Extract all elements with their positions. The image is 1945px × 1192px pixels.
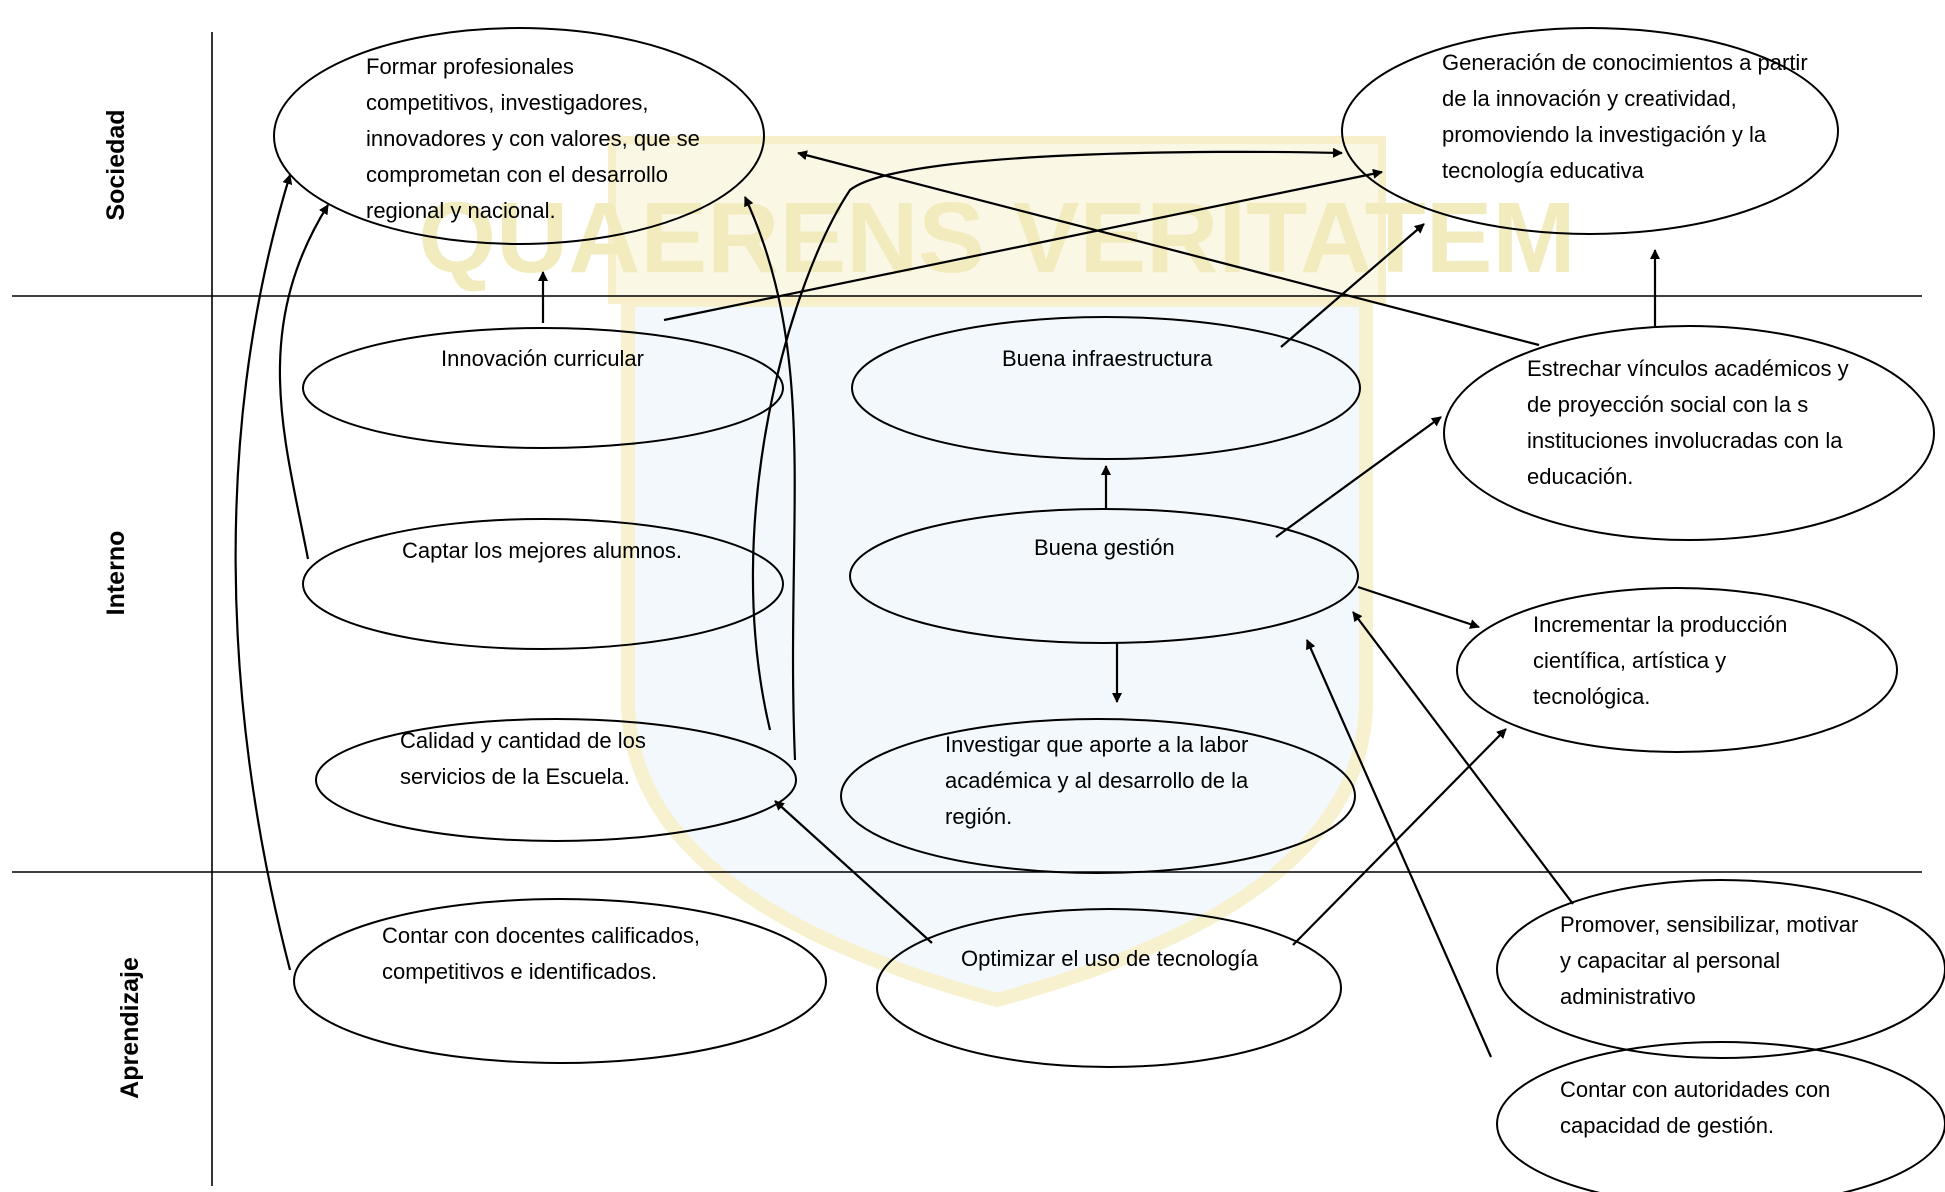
watermark-motto: QUAERENS VERITATEM (418, 182, 1575, 294)
node-tecnologia: Optimizar el uso de tecnología (876, 908, 1342, 1068)
node-docentes: Contar con docentes calificados, competit… (293, 898, 827, 1064)
arrow-innovacion-to-generacion (663, 168, 1383, 322)
node-autoridades: Contar con autoridades con capacidad de g… (1496, 1041, 1945, 1192)
arrow-infraestructura-to-generacion (1280, 223, 1425, 348)
node-label-line: servicios de la Escuela. (400, 764, 630, 789)
node-label-line: Captar los mejores alumnos. (402, 538, 682, 563)
node-label-docentes: Contar con docentes calificados, competit… (382, 923, 700, 984)
node-promover: Promover, sensibilizar, motivar y capacit… (1496, 879, 1945, 1059)
node-label-line: Contar con autoridades con (1560, 1077, 1830, 1102)
node-ellipse-docentes (293, 898, 827, 1064)
node-ellipse-gestion (849, 508, 1359, 644)
node-ellipse-infraestructura (851, 316, 1361, 460)
node-label-line: y capacitar al personal (1560, 948, 1780, 973)
node-investigar: Investigar que aporte a la labor académic… (840, 718, 1356, 874)
arrow-promover-to-gestion (1352, 611, 1574, 905)
node-label-line: Incrementar la producción (1533, 612, 1787, 637)
arrow-gestion-to-produccion (1357, 585, 1480, 629)
node-label-line: competitivos, investigadores, (366, 90, 648, 115)
node-label-innovacion: Innovación curricular (441, 346, 644, 371)
node-ellipse-investigar (840, 718, 1356, 874)
node-ellipse-produccion (1456, 587, 1898, 753)
node-produccion: Incrementar la producción científica, art… (1456, 587, 1898, 753)
node-ellipse-vinculos (1443, 325, 1935, 541)
node-label-line: tecnológica. (1533, 684, 1650, 709)
node-label-investigar: Investigar que aporte a la labor académic… (945, 732, 1249, 829)
nodes-layer: Formar profesionales competitivos, invest… (273, 27, 1945, 1192)
node-label-line: Formar profesionales (366, 54, 574, 79)
node-label-produccion: Incrementar la producción científica, art… (1533, 612, 1787, 709)
node-label-line: Investigar que aporte a la labor (945, 732, 1248, 757)
arrow-gestion-to-vinculos (1275, 416, 1442, 538)
node-label-autoridades: Contar con autoridades con capacidad de g… (1560, 1077, 1830, 1138)
node-label-tecnologia: Optimizar el uso de tecnología (961, 946, 1259, 971)
node-label-line: Estrechar vínculos académicos y (1527, 356, 1849, 381)
node-ellipse-autoridades (1496, 1041, 1945, 1192)
arrow-tecnologia-to-produccion (1292, 728, 1507, 946)
row-label-interno: Interno (102, 531, 130, 616)
arrow-calidad-to-generacion (751, 147, 1343, 731)
node-label-line: Contar con docentes calificados, (382, 923, 700, 948)
arrow-vinculos-to-formar (797, 150, 1540, 347)
node-label-line: región. (945, 804, 1012, 829)
node-label-captar: Captar los mejores alumnos. (402, 538, 682, 563)
arrow-tecnologia-to-calidad (774, 800, 933, 944)
node-ellipse-tecnologia (876, 908, 1342, 1068)
node-label-line: Optimizar el uso de tecnología (961, 946, 1259, 971)
node-label-promover: Promover, sensibilizar, motivar y capacit… (1560, 912, 1858, 1009)
node-ellipse-formar (273, 27, 765, 245)
node-captar: Captar los mejores alumnos. (302, 518, 784, 650)
arrow-captar-to-formar (278, 204, 329, 560)
arrow-docentes-to-formar (234, 174, 293, 971)
node-label-line: Generación de conocimientos a partir (1442, 50, 1808, 75)
node-formar: Formar profesionales competitivos, invest… (273, 27, 765, 245)
node-infraestructura: Buena infraestructura (851, 316, 1361, 460)
node-label-line: académica y al desarrollo de la (945, 768, 1249, 793)
watermark-crest: QUAERENS VERITATEM (418, 136, 1576, 1008)
node-label-line: comprometan con el desarrollo (366, 162, 668, 187)
node-label-calidad: Calidad y cantidad de los servicios de la… (400, 728, 646, 789)
node-vinculos: Estrechar vínculos académicos y de proyec… (1443, 325, 1935, 541)
row-label-sociedad: Sociedad (102, 109, 130, 220)
node-label-formar: Formar profesionales competitivos, invest… (366, 54, 700, 223)
node-label-line: científica, artística y (1533, 648, 1726, 673)
node-label-line: instituciones involucradas con la (1527, 428, 1843, 453)
node-label-line: administrativo (1560, 984, 1696, 1009)
node-label-line: de la innovación y creatividad, (1442, 86, 1737, 111)
node-label-line: promoviendo la investigación y la (1442, 122, 1767, 147)
node-label-line: competitivos e identificados. (382, 959, 657, 984)
node-label-gestion: Buena gestión (1034, 535, 1175, 560)
node-innovacion: Innovación curricular (302, 327, 784, 449)
node-label-line: Buena infraestructura (1002, 346, 1213, 371)
node-ellipse-captar (302, 518, 784, 650)
node-label-line: de proyección social con la s (1527, 392, 1808, 417)
node-label-line: tecnología educativa (1442, 158, 1645, 183)
node-generacion: Generación de conocimientos a partir de l… (1341, 27, 1839, 235)
node-label-line: Buena gestión (1034, 535, 1175, 560)
edges-layer (234, 147, 1660, 1058)
node-label-line: educación. (1527, 464, 1633, 489)
node-label-line: innovadores y con valores, que se (366, 126, 700, 151)
node-ellipse-innovacion (302, 327, 784, 449)
node-label-line: capacidad de gestión. (1560, 1113, 1774, 1138)
row-label-aprendizaje: Aprendizaje (116, 957, 144, 1099)
node-ellipse-generacion (1341, 27, 1839, 235)
node-label-vinculos: Estrechar vínculos académicos y de proyec… (1527, 356, 1849, 489)
node-label-line: Calidad y cantidad de los (400, 728, 646, 753)
node-ellipse-promover (1496, 879, 1945, 1059)
node-label-line: Innovación curricular (441, 346, 644, 371)
node-calidad: Calidad y cantidad de los servicios de la… (315, 718, 797, 842)
watermark-banner (608, 136, 1386, 304)
node-label-generacion: Generación de conocimientos a partir de l… (1442, 50, 1808, 183)
node-label-line: regional y nacional. (366, 198, 556, 223)
arrow-autoridades-to-gestion (1305, 639, 1493, 1058)
arrow-calidad-to-formar (744, 196, 797, 761)
node-ellipse-calidad (315, 718, 797, 842)
node-label-line: Promover, sensibilizar, motivar (1560, 912, 1858, 937)
node-label-infraestructura: Buena infraestructura (1002, 346, 1213, 371)
node-gestion: Buena gestión (849, 508, 1359, 644)
watermark-shield (621, 293, 1373, 1008)
